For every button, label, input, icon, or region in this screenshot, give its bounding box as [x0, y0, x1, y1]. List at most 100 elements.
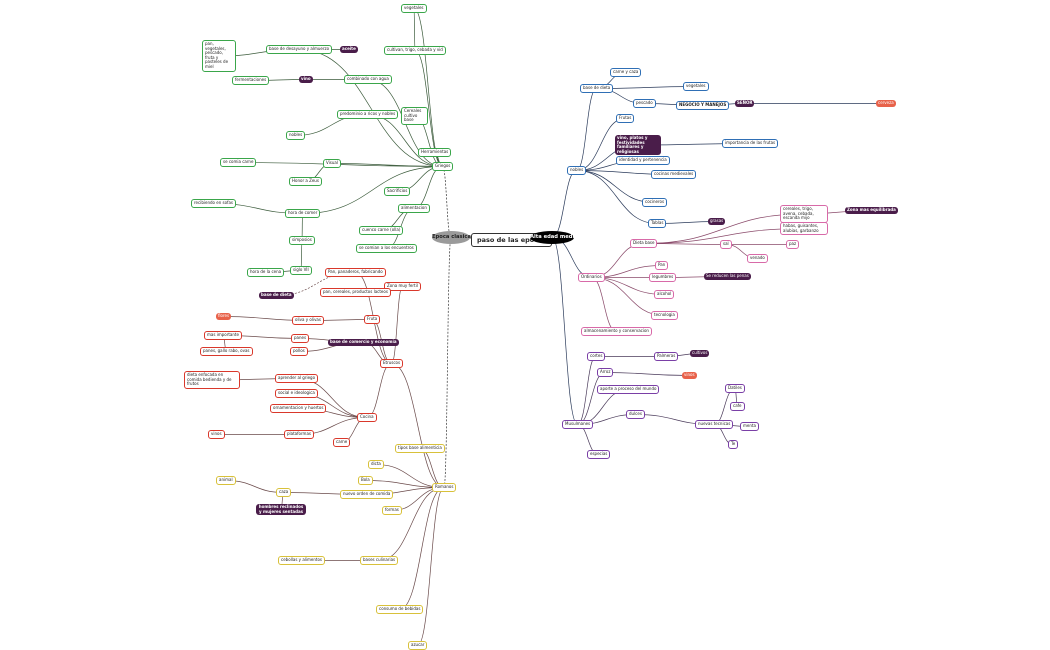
drink-med-node[interactable]: SEÑOR [735, 100, 755, 107]
sacrifice-node[interactable]: Sacrificios [384, 187, 411, 196]
meat-cook-node[interactable]: se comia carne [220, 158, 257, 167]
forms-node[interactable]: formas [382, 506, 402, 515]
bread-makers-node[interactable]: Pan, panaderos, fabricando [325, 268, 386, 277]
cultivation-node[interactable]: cultivan, trigo, cebada y vid [384, 46, 446, 55]
tables-med-node[interactable]: Tablas [648, 219, 667, 228]
aprender-node[interactable]: aprender al griego [275, 374, 319, 383]
coffee-node[interactable]: cafe [730, 402, 745, 411]
instruments-node[interactable]: importancia de las frutas [722, 139, 779, 148]
mint-node[interactable]: menta [740, 422, 759, 431]
peace-node[interactable]: paz [786, 240, 800, 249]
meat-roman-node[interactable]: carne [333, 438, 351, 447]
conserve-node[interactable]: almacenamiento y conservacion [581, 327, 652, 336]
importance-node[interactable]: mas importante [204, 331, 242, 340]
economy-node[interactable]: base de comercio y economia [328, 339, 399, 346]
nobles-highlight-node[interactable]: nobles [286, 131, 306, 140]
bowl-node[interactable]: Bola [358, 476, 373, 485]
kitchen-roman-node[interactable]: bases culinarias [360, 556, 399, 565]
feasts-node[interactable]: se comian a los encuentros [356, 244, 417, 253]
beer-tag-node[interactable]: cerveza [876, 100, 896, 107]
orange-note-roman[interactable]: flores [216, 313, 232, 320]
feeding-node[interactable]: alimentacion [398, 204, 430, 213]
cooking-node[interactable]: plataformas [284, 430, 314, 439]
beer-node[interactable]: NEGOCIO Y MANEJOS [676, 101, 730, 110]
greeks-node[interactable]: Griegos [432, 162, 454, 171]
kitchen-med-node[interactable]: cocinas medievales [651, 170, 697, 179]
salt-node[interactable]: sal [720, 240, 732, 249]
cultivos-node[interactable]: cultivos [690, 350, 710, 357]
cortes-node[interactable]: cortes [587, 352, 606, 361]
etruscans-node[interactable]: Etruscos [380, 359, 404, 368]
cereal-foods-node[interactable]: pan, cereales, productos lacteos [320, 288, 391, 297]
romans-node[interactable]: Romanos [432, 483, 457, 492]
basic-food-node[interactable]: tipos base alimenticia [395, 444, 445, 453]
dicta-node[interactable]: dicta [368, 460, 384, 469]
cereals-node[interactable]: Cereales cultivo base [401, 107, 428, 125]
poultry-node[interactable]: pollos [290, 347, 308, 356]
banquets-node[interactable]: recibiendo en sofas [191, 199, 236, 208]
taste-node[interactable]: Honor a Zeus [289, 177, 322, 186]
wine-node[interactable]: vino [299, 76, 313, 83]
diet-zone-node[interactable]: Dieta base [630, 239, 658, 248]
deer-node[interactable]: venado [747, 254, 768, 263]
caza-node[interactable]: caza [276, 488, 292, 497]
cooks-med-node[interactable]: cocineros [642, 198, 668, 207]
palms-node[interactable]: Palmeras [654, 352, 679, 361]
left-root-node[interactable]: Epoca clasica [432, 231, 471, 244]
new-order-node[interactable]: nuevo orden de comida [340, 490, 394, 499]
cereals-med-node[interactable]: cereales, trigo, avena, cebada, escanda … [780, 205, 828, 223]
nobles-med-node[interactable]: nobles [567, 166, 587, 175]
sugar-node[interactable]: azucar [408, 641, 428, 650]
greasy-node[interactable]: grasas [708, 218, 726, 225]
social-class-node[interactable]: predominio a ricos y nobles [337, 110, 399, 119]
bread-med-node[interactable]: Pan [655, 261, 669, 270]
consumption-node[interactable]: consumo de bebidas [376, 605, 424, 614]
siglo-node[interactable]: siglo VII [290, 266, 312, 275]
oil-node[interactable]: aceite [340, 46, 358, 53]
vinos-node[interactable]: vinos [682, 372, 697, 379]
olive-node[interactable]: oliva y olivas [292, 316, 324, 325]
ordinaries-node[interactable]: Ordinarios [578, 273, 605, 282]
orchards-node[interactable]: ornamentacion y huertos [270, 404, 327, 413]
wine-roman-node[interactable]: vinos [208, 430, 225, 439]
simposio-node[interactable]: simposios [289, 236, 315, 245]
veg-med-node[interactable]: vegetales [683, 82, 709, 91]
meat-med-node[interactable]: carne y caza [610, 68, 642, 77]
beans-node[interactable]: habas, guisantes, alubias, garbanzo [780, 222, 828, 236]
legumes-node[interactable]: cebollas y alimentos [278, 556, 325, 565]
social-node[interactable]: social e ideologica [275, 389, 318, 398]
fruits-med-node[interactable]: Frutas [616, 114, 635, 123]
orange-one-node[interactable]: Se reducen las penas [704, 273, 751, 280]
tea-node[interactable]: Te [728, 440, 739, 449]
right-root-node[interactable]: Alta edad media [530, 231, 578, 244]
drinks-node[interactable]: hora de comer [285, 209, 321, 218]
spices-med-node[interactable]: vino, platos y festividades familiares y… [615, 135, 661, 156]
cuisine-node[interactable]: Cocina [357, 413, 377, 422]
fertile-zone-node[interactable]: Zona muy fertil [384, 282, 421, 291]
breakfast-node[interactable]: base de desayuno y almuerzo [266, 45, 333, 54]
fermented-node[interactable]: fermentaciones [232, 76, 270, 85]
rice-node[interactable]: Arroz [597, 368, 614, 377]
sweet-node[interactable]: dulces [626, 410, 645, 419]
alcohol-node[interactable]: alcohol [654, 290, 675, 299]
visual-node[interactable]: Visual [323, 159, 341, 168]
fish-med-node[interactable]: pescado [633, 99, 656, 108]
bread-rich-node[interactable]: panes, gallo rabo, ovas [200, 347, 253, 356]
diet-base-node[interactable]: base de dieta [259, 292, 294, 299]
legumes-med-node[interactable]: legumbres [649, 273, 677, 282]
fruit-node[interactable]: Fruta [364, 315, 381, 324]
breads-node[interactable]: panes [291, 334, 310, 343]
women-node[interactable]: hombres reclinados y mujeres sentadas [256, 504, 306, 516]
spices-mus-node[interactable]: especias [587, 450, 611, 459]
tools-node[interactable]: Herramientas [418, 148, 452, 157]
technology-node[interactable]: tecnologia [651, 311, 678, 320]
food-comfort-node[interactable]: dieta enfocada en comida bedienda y de f… [184, 371, 240, 389]
eating-utensils-node[interactable]: cuenco carne (olla) [359, 226, 404, 235]
banquet-highlight-node[interactable]: hora de la cena [247, 268, 285, 277]
animal-node[interactable]: animal [216, 476, 236, 485]
equilibrium-node[interactable]: Zona mas equilibrada [845, 207, 898, 214]
dates-node[interactable]: Datiles [725, 384, 745, 393]
citrus-node[interactable]: nuevas tecnicas [695, 420, 734, 429]
breakfast-foods-node[interactable]: pan, vegetales, pescado, fruta y pastele… [202, 40, 236, 72]
